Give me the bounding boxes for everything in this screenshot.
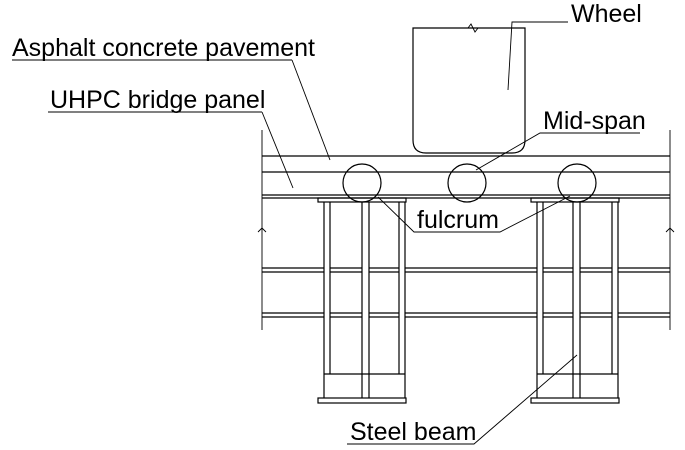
steel-beam-right xyxy=(530,197,620,404)
wheel-label: Wheel xyxy=(571,0,642,28)
cross-bracing xyxy=(262,267,670,318)
wheel-break-mark xyxy=(467,23,479,33)
mid-span-label: Mid-span xyxy=(543,107,646,135)
mid-span-circle xyxy=(447,163,487,203)
asphalt-label: Asphalt concrete pavement xyxy=(12,34,315,62)
fulcrum-circle-right xyxy=(557,163,597,203)
uhpc-label: UHPC bridge panel xyxy=(50,86,265,114)
leader-lines xyxy=(12,21,640,445)
steel-beam-left xyxy=(317,197,407,404)
wheel-shape xyxy=(412,27,526,154)
steel-beam-label: Steel beam xyxy=(350,418,476,446)
fulcrum-circle-left xyxy=(342,163,382,203)
fulcrum-label: fulcrum xyxy=(417,206,499,234)
